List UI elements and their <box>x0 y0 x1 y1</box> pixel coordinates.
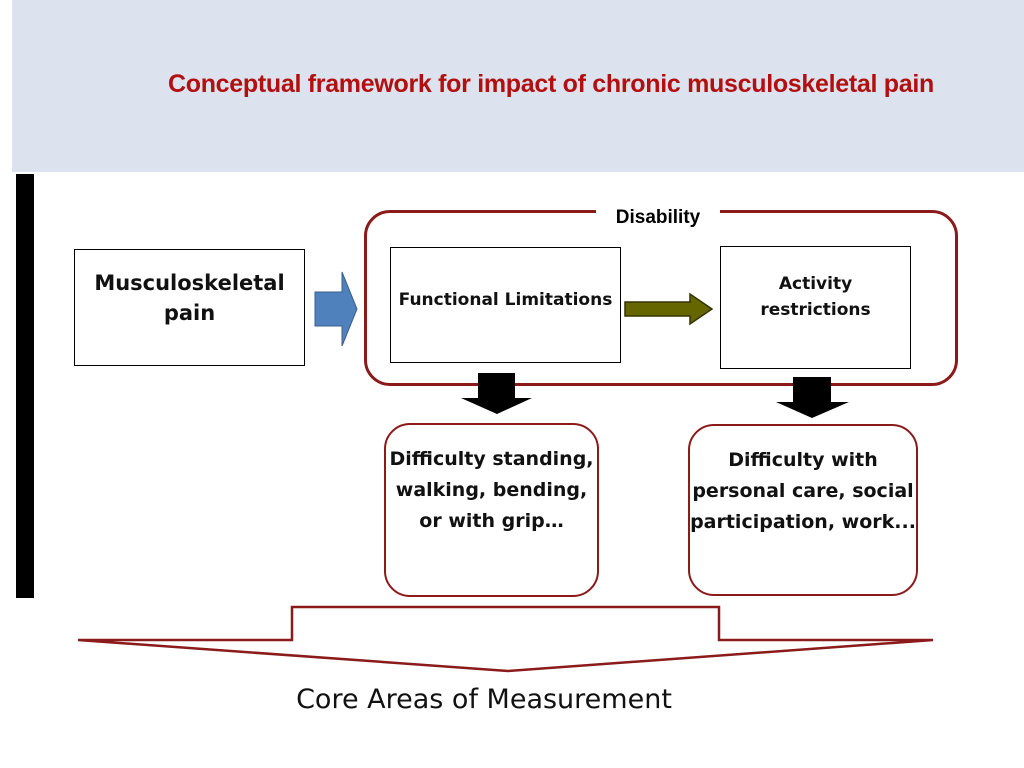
musculoskeletal-pain-box: Musculoskeletal pain <box>74 249 305 366</box>
header-band <box>12 0 1024 172</box>
activity-detail-box: Difficulty with personal care, social pa… <box>688 424 918 596</box>
core-areas-label: Core Areas of Measurement <box>296 684 672 715</box>
blue-right-arrow <box>314 271 358 347</box>
musculoskeletal-pain-text: Musculoskeletal pain <box>94 270 285 325</box>
activity-restrictions-box: Activity restrictions <box>720 246 911 369</box>
core-areas-bracket <box>77 605 934 673</box>
functional-detail-text: Difficulty standing, walking, bending, o… <box>389 448 594 532</box>
activity-restrictions-text: Activity restrictions <box>760 273 871 320</box>
left-accent-bar <box>16 174 34 598</box>
black-down-arrow-left <box>461 373 532 414</box>
black-down-arrow-right <box>776 377 849 418</box>
functional-limitations-text: Functional Limitations <box>398 290 613 310</box>
disability-label: Disability <box>596 207 720 233</box>
slide-title: Conceptual framework for impact of chron… <box>167 70 934 98</box>
activity-detail-text: Difficulty with personal care, social pa… <box>690 449 916 533</box>
olive-right-arrow <box>624 292 714 326</box>
functional-detail-box: Difficulty standing, walking, bending, o… <box>384 423 599 597</box>
functional-limitations-box: Functional Limitations <box>390 247 621 363</box>
